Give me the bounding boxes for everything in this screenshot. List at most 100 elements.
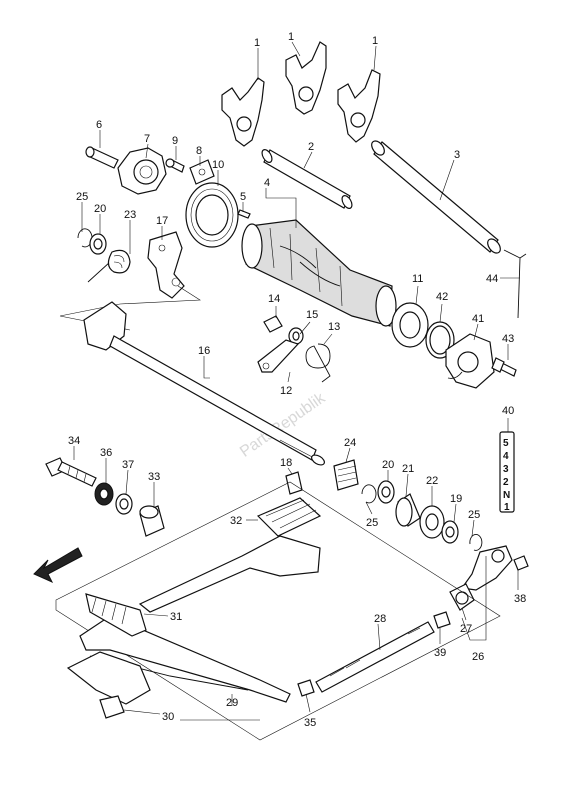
- callout-20-upper: 20: [94, 203, 106, 215]
- leader-lines: [73, 41, 520, 715]
- bolt-34: [45, 457, 97, 487]
- callout-8: 8: [196, 145, 202, 157]
- circlip-25-middle: [361, 484, 377, 504]
- pin-5: [237, 209, 251, 219]
- callout-18: 18: [280, 457, 292, 469]
- gear-label-5: 5: [503, 438, 509, 449]
- needle-bearing-21: [395, 493, 421, 527]
- washer-37: [115, 493, 133, 515]
- gear-position-switch-41: [445, 333, 495, 389]
- callout-7: 7: [144, 133, 150, 145]
- callout-27: 27: [460, 623, 472, 635]
- callout-40: 40: [502, 405, 514, 417]
- callout-42: 42: [436, 291, 448, 303]
- wire-clamp-44: [503, 249, 527, 319]
- bracket-line-26: [461, 556, 487, 641]
- callout-25-right: 25: [468, 509, 480, 521]
- callout-34: 34: [68, 435, 80, 447]
- callout-11: 11: [412, 273, 423, 285]
- callout-1-right: 1: [372, 35, 378, 47]
- bolt-43: [491, 357, 517, 377]
- callout-33: 33: [148, 471, 160, 483]
- callout-21: 21: [402, 463, 414, 475]
- washer-19: [441, 520, 459, 544]
- washer-20-upper: [89, 233, 107, 255]
- callout-3: 3: [454, 149, 460, 161]
- lever-12: [257, 339, 300, 373]
- callout-17: 17: [156, 215, 168, 227]
- callout-5: 5: [240, 191, 246, 203]
- gear-label-3: 3: [503, 464, 509, 475]
- callout-32: 32: [230, 515, 242, 527]
- bolt-38: [513, 555, 529, 571]
- shift-fork-1-right: [337, 69, 381, 143]
- shift-arm-17: [147, 231, 185, 299]
- fork-shaft-3: [371, 140, 501, 254]
- callout-16: 16: [198, 345, 210, 357]
- callout-19: 19: [450, 493, 462, 505]
- callout-23: 23: [124, 209, 136, 221]
- callout-26: 26: [472, 651, 484, 663]
- bearing-10: [185, 182, 239, 248]
- callout-43: 43: [502, 333, 514, 345]
- callout-6: 6: [96, 119, 102, 131]
- footpeg-bracket: [66, 651, 151, 705]
- callout-14: 14: [268, 293, 280, 305]
- bolt-14: [263, 315, 283, 333]
- callout-2: 2: [308, 141, 314, 153]
- gear-label-4: 4: [503, 451, 509, 462]
- screw-9: [165, 158, 185, 173]
- gear-label-n: N: [503, 490, 510, 501]
- cam-stopper-plate-7: [117, 147, 167, 195]
- callout-24: 24: [344, 437, 356, 449]
- gearshift-shaft-16: [83, 301, 325, 466]
- pedal-assembly-frame: [55, 481, 501, 741]
- callout-39: 39: [434, 647, 446, 659]
- plate-8: [189, 159, 215, 185]
- bearing-11: [391, 302, 429, 348]
- gear-pattern-indicator-40: 5 4 3 2 N 1: [499, 431, 515, 513]
- gearshift-rod-28: [315, 621, 435, 693]
- assembly-guide-lines-upper: [59, 285, 201, 331]
- callout-25-upper: 25: [76, 191, 88, 203]
- callout-12: 12: [280, 385, 292, 397]
- spring-24: [333, 459, 359, 491]
- callout-1-middle: 1: [288, 31, 294, 43]
- pin-6: [85, 146, 119, 169]
- callout-22: 22: [426, 475, 438, 487]
- oil-seal-22: [419, 505, 445, 539]
- pedal-pad-32: [256, 497, 322, 537]
- callout-38: 38: [514, 593, 526, 605]
- ball-joint-27: [449, 583, 475, 611]
- callout-30: 30: [162, 711, 174, 723]
- spring-13: [305, 343, 331, 383]
- callout-13: 13: [328, 321, 340, 333]
- shift-fork-1-middle: [285, 41, 327, 115]
- callout-35: 35: [304, 717, 316, 729]
- gear-label-1: 1: [504, 502, 510, 513]
- gearshift-lever-26: [460, 545, 513, 591]
- pedal-arm: [138, 535, 321, 613]
- callout-20-lower: 20: [382, 459, 394, 471]
- footpeg-rubber-31: [85, 593, 147, 637]
- callout-36: 36: [100, 447, 112, 459]
- callout-44: 44: [486, 273, 498, 285]
- front-direction-arrow: [33, 547, 83, 584]
- callout-1-left: 1: [254, 37, 260, 49]
- callout-37: 37: [122, 459, 134, 471]
- callout-31: 31: [170, 611, 182, 623]
- callout-15: 15: [306, 309, 318, 321]
- callout-29: 29: [226, 697, 238, 709]
- circlip-25-upper: [77, 228, 93, 248]
- shift-fork-1-left: [221, 77, 265, 147]
- callout-25-middle: 25: [366, 517, 378, 529]
- callout-9: 9: [172, 135, 178, 147]
- callout-4: 4: [264, 177, 270, 189]
- bush-33: [139, 505, 165, 537]
- washer-15: [288, 327, 304, 345]
- callout-10: 10: [212, 159, 224, 171]
- washer-20-lower: [377, 480, 395, 504]
- callout-41: 41: [472, 313, 484, 325]
- fork-shaft-2: [261, 149, 353, 209]
- nut-39: [433, 611, 451, 629]
